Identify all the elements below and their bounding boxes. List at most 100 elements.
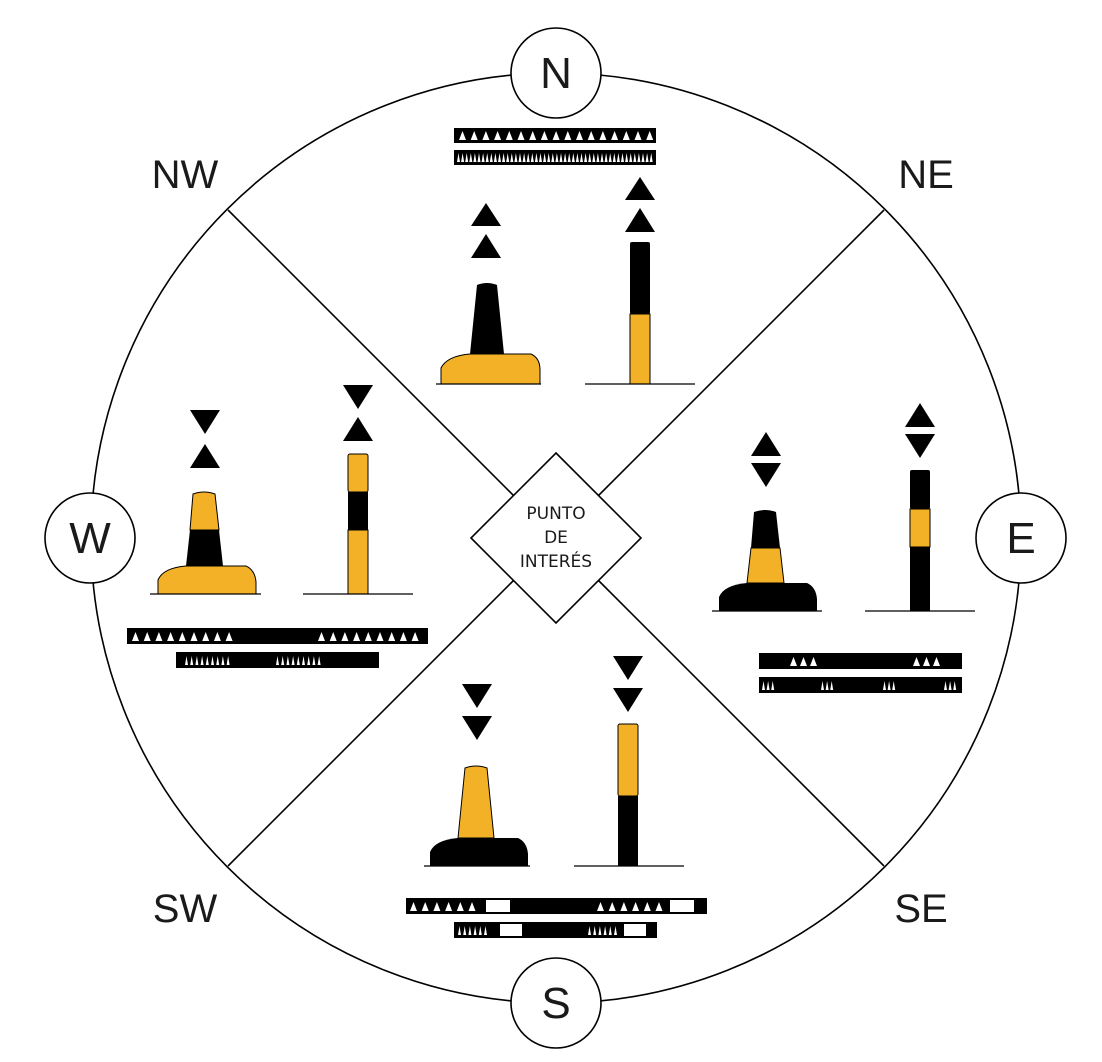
north-beacon-topmark-lower bbox=[625, 208, 655, 232]
flash-glyph bbox=[470, 131, 478, 140]
flash-glyph bbox=[195, 656, 199, 665]
north-buoy bbox=[436, 283, 541, 385]
flash-glyph bbox=[190, 632, 198, 641]
flash-glyph bbox=[221, 656, 225, 665]
flash-glyph bbox=[205, 656, 209, 665]
flash-glyph bbox=[190, 656, 194, 665]
flash-glyph bbox=[762, 681, 765, 690]
flash-glyph bbox=[633, 153, 637, 162]
flash-glyph bbox=[433, 902, 441, 911]
flash-glyph bbox=[614, 926, 617, 935]
flash-glyph bbox=[514, 153, 518, 162]
badge-e: E bbox=[975, 492, 1067, 584]
flash-glyph bbox=[540, 131, 548, 140]
flash-glyph bbox=[571, 153, 575, 162]
label-s: S bbox=[541, 979, 570, 1028]
flash-glyph bbox=[461, 153, 465, 162]
flash-glyph bbox=[790, 657, 797, 666]
west-buoy-topmark-upper bbox=[190, 410, 220, 434]
south-beacon-topmark-upper bbox=[613, 656, 643, 680]
flash-glyph bbox=[547, 153, 551, 162]
flash-glyph bbox=[559, 153, 563, 162]
divider-se bbox=[597, 579, 885, 867]
flash-glyph bbox=[564, 131, 572, 140]
flash-glyph bbox=[771, 681, 775, 690]
flash-glyph bbox=[132, 632, 139, 641]
flash-glyph bbox=[892, 681, 896, 690]
west-beacon bbox=[303, 453, 413, 595]
flash-glyph bbox=[410, 902, 417, 911]
flash-glyph bbox=[312, 656, 316, 665]
flash-glyph bbox=[603, 926, 607, 935]
long-flash-glyph bbox=[500, 924, 522, 936]
east-buoy-topmark-upper bbox=[751, 432, 781, 456]
south-buoy bbox=[424, 765, 530, 867]
center-label-line3: INTERÉS bbox=[520, 550, 592, 572]
label-n: N bbox=[540, 49, 572, 98]
badge-n: N bbox=[510, 27, 602, 119]
flash-glyph bbox=[646, 131, 654, 140]
flash-glyph bbox=[604, 153, 608, 162]
flash-glyph bbox=[307, 656, 311, 665]
center-diamond bbox=[469, 451, 643, 625]
flash-glyph bbox=[632, 902, 640, 911]
flash-glyph bbox=[923, 657, 930, 666]
flash-glyph bbox=[518, 153, 522, 162]
center-label-line2: DE bbox=[544, 528, 568, 548]
flash-glyph bbox=[530, 153, 534, 162]
label-e: E bbox=[1006, 514, 1035, 563]
west-buoy bbox=[150, 491, 261, 595]
flash-glyph bbox=[494, 131, 502, 140]
flash-glyph bbox=[445, 902, 453, 911]
north-mark-group bbox=[436, 128, 695, 385]
east-light-pattern bbox=[759, 653, 962, 693]
east-buoy bbox=[712, 510, 822, 612]
flash-glyph bbox=[216, 656, 220, 665]
south-mark-group bbox=[406, 656, 707, 938]
east-beacon-topmark-upper bbox=[905, 403, 935, 427]
flash-glyph bbox=[608, 926, 612, 935]
flash-glyph bbox=[485, 153, 489, 162]
flash-glyph bbox=[584, 153, 588, 162]
flash-glyph bbox=[341, 632, 349, 641]
east-mark-group bbox=[712, 403, 975, 693]
label-ne: NE bbox=[898, 153, 954, 197]
flash-glyph bbox=[596, 153, 600, 162]
label-nw: NW bbox=[152, 153, 219, 197]
flash-glyph bbox=[810, 657, 817, 666]
flash-glyph bbox=[599, 131, 607, 140]
flash-glyph bbox=[552, 131, 560, 140]
flash-glyph bbox=[887, 681, 891, 690]
flash-glyph bbox=[529, 131, 537, 140]
flash-glyph bbox=[459, 131, 466, 140]
flash-glyph bbox=[641, 153, 645, 162]
flash-glyph bbox=[155, 632, 163, 641]
flash-glyph bbox=[592, 153, 596, 162]
flash-glyph bbox=[458, 926, 461, 935]
south-beacon-topmark-lower bbox=[613, 688, 643, 712]
flash-glyph bbox=[883, 681, 886, 690]
label-sw: SW bbox=[153, 887, 218, 931]
flash-glyph bbox=[567, 153, 571, 162]
flash-glyph bbox=[580, 153, 583, 162]
flash-glyph bbox=[468, 902, 476, 911]
flash-glyph bbox=[821, 681, 824, 690]
west-mark-group bbox=[127, 385, 428, 668]
west-buoy-topmark-lower bbox=[190, 444, 220, 468]
flash-glyph bbox=[913, 657, 920, 666]
flash-glyph bbox=[621, 153, 624, 162]
flash-glyph bbox=[830, 681, 834, 690]
flash-glyph bbox=[484, 926, 487, 935]
flash-glyph bbox=[510, 153, 514, 162]
flash-glyph bbox=[502, 153, 506, 162]
flash-glyph bbox=[616, 153, 620, 162]
flash-glyph bbox=[555, 153, 559, 162]
flash-glyph bbox=[539, 153, 542, 162]
flash-glyph bbox=[800, 657, 807, 666]
flash-glyph bbox=[593, 926, 597, 935]
flash-glyph bbox=[421, 902, 429, 911]
flash-glyph bbox=[948, 681, 952, 690]
flash-glyph bbox=[281, 656, 285, 665]
flash-glyph bbox=[318, 632, 325, 641]
flash-glyph bbox=[629, 153, 633, 162]
